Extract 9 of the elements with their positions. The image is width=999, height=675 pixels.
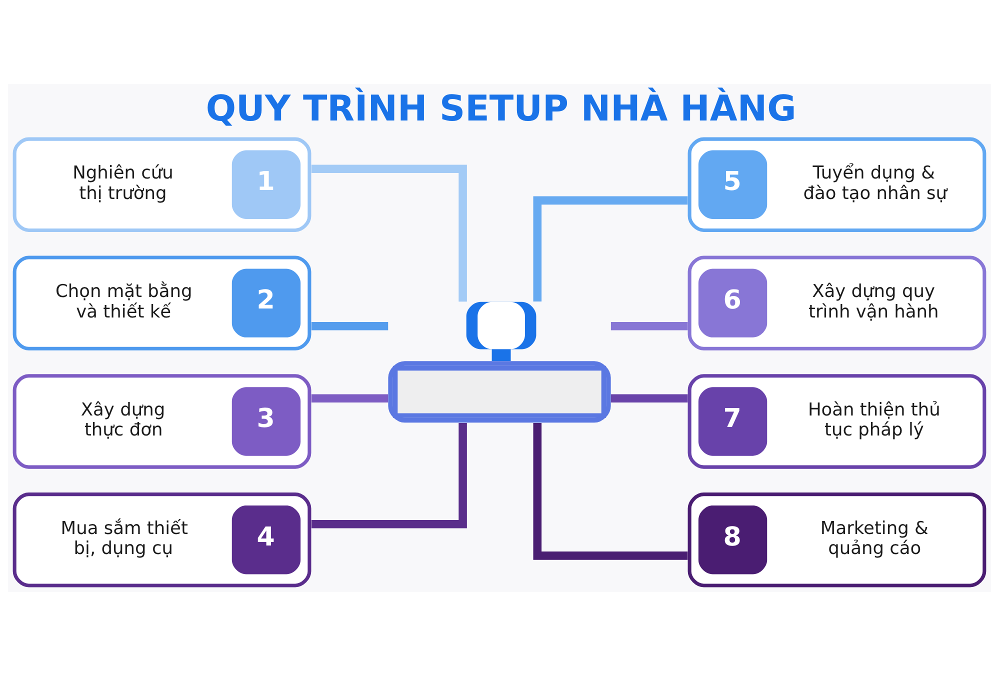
connector bbox=[533, 196, 688, 302]
connector bbox=[610, 394, 688, 402]
connector bbox=[312, 422, 467, 528]
connector bbox=[610, 322, 688, 330]
diagram-title: QUY TRÌNH SETUP NHÀ HÀNG bbox=[206, 88, 796, 130]
connector bbox=[312, 322, 388, 330]
connector bbox=[312, 394, 388, 402]
connector bbox=[312, 164, 467, 302]
connector bbox=[533, 422, 688, 560]
